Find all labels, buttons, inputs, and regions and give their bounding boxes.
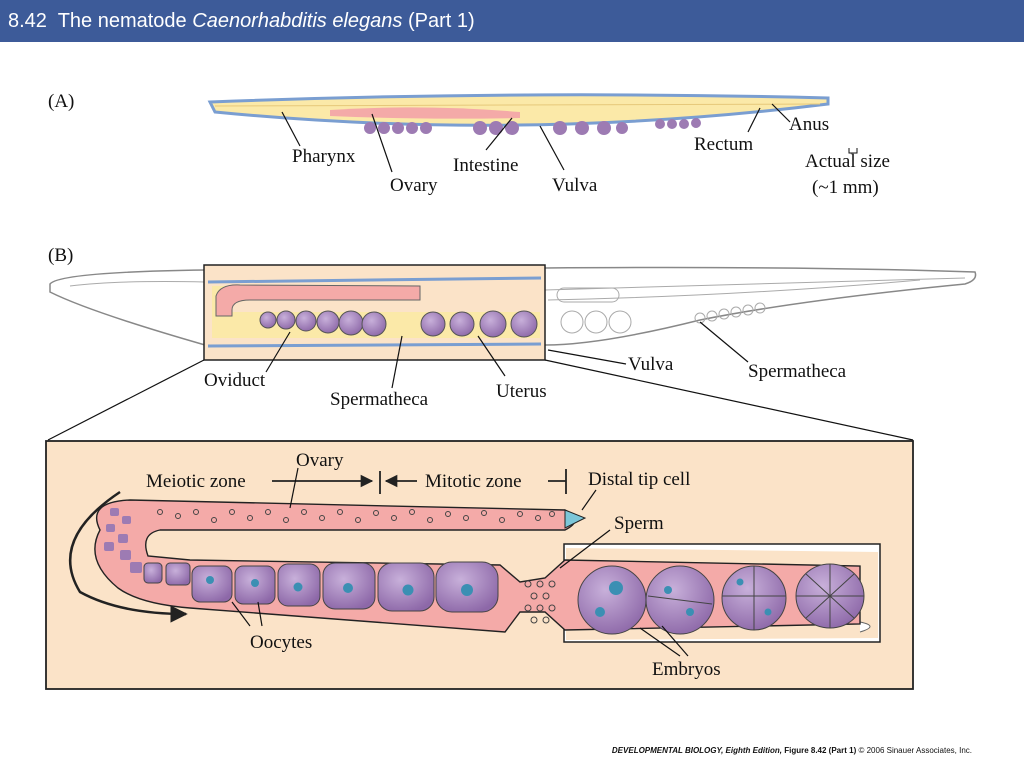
detail-leader-lines	[231, 467, 689, 657]
worm-a	[207, 93, 830, 135]
meiotic-arrow	[68, 490, 188, 623]
label-ovary-a: Ovary	[390, 175, 438, 196]
label-meiotic-zone: Meiotic zone	[146, 471, 246, 492]
label-vulva-b: Vulva	[628, 354, 674, 375]
label-ovary-detail: Ovary	[296, 450, 344, 471]
figure: (A) Pharynx Ovary Intestine Vulva Rectum…	[45, 91, 977, 690]
worm-a-cells	[364, 118, 701, 135]
panel-b-label: (B)	[48, 245, 73, 266]
title-bar: 8.42 The nematode Caenorhabditis elegans…	[0, 0, 1024, 42]
label-actual-size: Actual size	[805, 151, 890, 172]
label-intestine: Intestine	[453, 155, 518, 176]
label-oocytes: Oocytes	[250, 632, 312, 653]
detail-embryos	[577, 563, 865, 635]
panel-a-label: (A)	[48, 91, 74, 112]
figure-title: 8.42 The nematode Caenorhabditis elegans…	[8, 10, 475, 32]
panel-a-leader-lines	[281, 103, 791, 173]
label-rectum: Rectum	[694, 134, 753, 155]
label-spermatheca-b: Spermatheca	[330, 389, 429, 410]
scale-bar	[848, 148, 858, 154]
worm-b	[49, 264, 977, 361]
label-distal-tip-cell: Distal tip cell	[588, 469, 690, 490]
label-pharynx: Pharynx	[292, 146, 356, 167]
label-oviduct: Oviduct	[204, 370, 266, 391]
panel-b-leader-lines	[47, 321, 914, 441]
label-uterus: Uterus	[496, 381, 547, 402]
detail-sperm	[524, 580, 556, 624]
footer-credit: DEVELOPMENTAL BIOLOGY, Eighth Edition, F…	[611, 746, 972, 755]
germline-nuclei	[157, 509, 555, 523]
label-mitotic-zone: Mitotic zone	[425, 471, 522, 492]
worm-b-oocytes	[259, 310, 538, 338]
label-vulva-a: Vulva	[552, 175, 598, 196]
worm-b-right-embryos	[560, 302, 766, 334]
label-size-value: (~1 mm)	[812, 177, 879, 198]
detail-oocytes	[191, 561, 499, 613]
label-embryos: Embryos	[652, 659, 721, 680]
meiotic-cells	[104, 508, 191, 586]
distal-tip-cell	[564, 509, 587, 529]
label-anus: Anus	[789, 114, 829, 135]
label-spermatheca-right: Spermatheca	[748, 361, 847, 382]
label-sperm: Sperm	[614, 513, 664, 534]
